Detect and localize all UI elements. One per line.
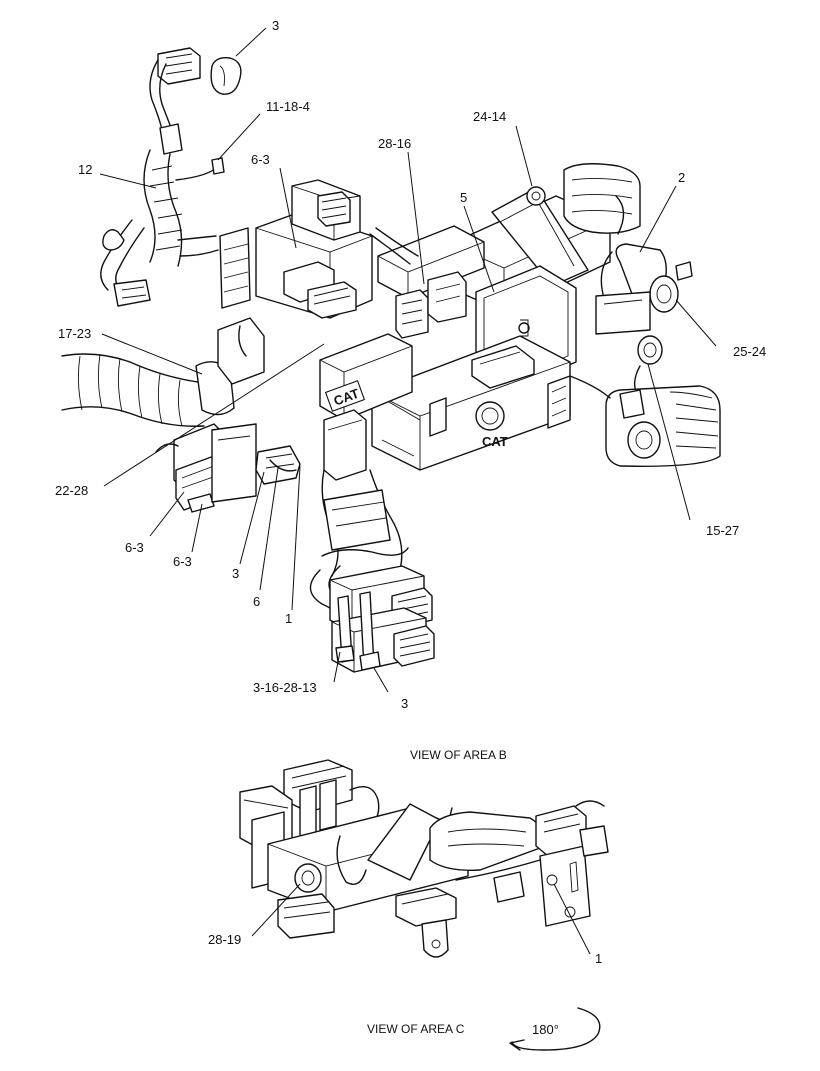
callout-22-28: 22-28: [55, 483, 88, 498]
callout-3-mid: 3: [232, 566, 239, 581]
callout-28-19: 28-19: [208, 932, 241, 947]
callout-1-detail: 1: [595, 951, 602, 966]
lower-connector-pair: [329, 565, 435, 673]
callout-1-main: 1: [285, 611, 292, 626]
central-bracket: [219, 179, 373, 319]
harness-lower-left: [61, 317, 265, 513]
callout-12: 12: [78, 162, 92, 177]
callout-11-18-4: 11-18-4: [266, 99, 310, 114]
callout-3-top: 3: [272, 18, 279, 33]
callout-28-16: 28-16: [378, 136, 411, 151]
main-assembly-drawing: CAT CAT: [55, 18, 766, 711]
main-leader-lines: [99, 27, 717, 693]
callout-24-14: 24-14: [473, 109, 506, 124]
caption-area-c: VIEW OF AREA C: [367, 1022, 465, 1036]
callout-15-27: 15-27: [706, 523, 739, 538]
callout-6-3-lower-b: 6-3: [173, 554, 192, 569]
callout-6: 6: [253, 594, 260, 609]
callout-25-24: 25-24: [733, 344, 766, 359]
main-callouts: 3 11-18-4 12 6-3 28-16 24-14 5 2 17-23 2…: [55, 18, 766, 711]
callout-17-23: 17-23: [58, 326, 91, 341]
callout-3-16-28-13: 3-16-28-13: [253, 680, 317, 695]
detail-assembly-drawing: 28-19 1 180°: [208, 759, 609, 1051]
harness-branch-left: [100, 123, 225, 307]
callout-3-bottom: 3: [401, 696, 408, 711]
main-ecm-block: CAT CAT: [319, 333, 571, 471]
cross-beam: [369, 225, 485, 339]
callout-5: 5: [460, 190, 467, 205]
loose-connector-top: [157, 47, 242, 95]
rotation-arrow-icon: [509, 1007, 601, 1051]
harness-vertical-drop: [255, 409, 409, 633]
rotation-label: 180°: [532, 1022, 559, 1037]
callout-6-3-lower-a: 6-3: [125, 540, 144, 555]
lower-right-clamp: [569, 335, 721, 467]
callout-6-3-upper: 6-3: [251, 152, 270, 167]
callout-2: 2: [678, 170, 685, 185]
cat-logo-right: CAT: [482, 434, 508, 449]
caption-area-b: VIEW OF AREA B: [410, 748, 507, 762]
